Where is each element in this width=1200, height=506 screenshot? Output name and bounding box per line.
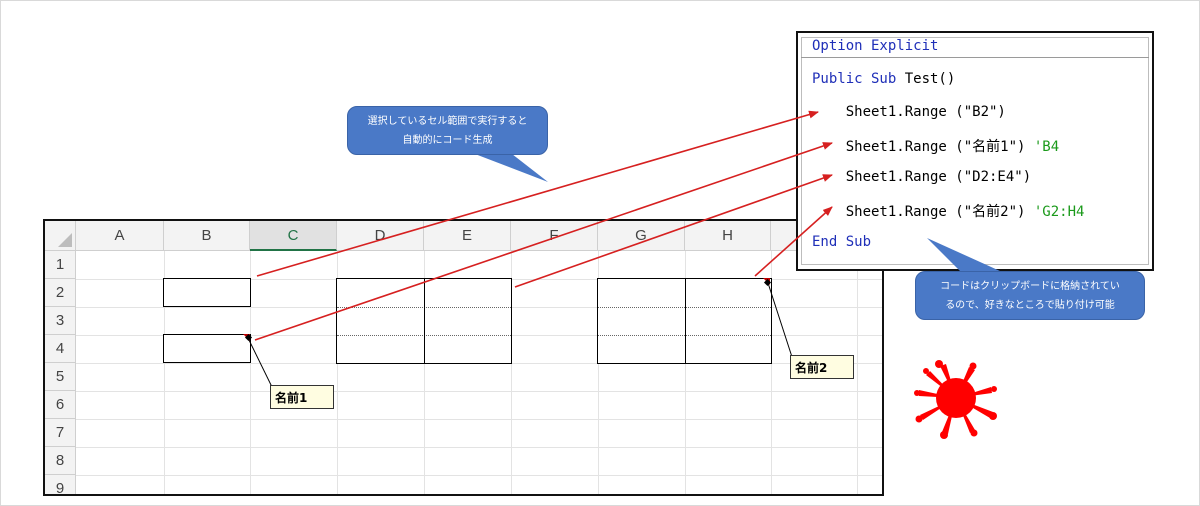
code-line-end-sub: End Sub xyxy=(812,234,871,250)
keyword-text: Option Explicit xyxy=(812,38,939,54)
row-header-3[interactable]: 3 xyxy=(45,307,76,335)
callout-line: るので、好きなところで貼り付け可能 xyxy=(945,300,1115,311)
range-divider xyxy=(685,279,686,363)
gridline xyxy=(424,251,425,494)
gridline xyxy=(164,251,165,494)
column-header-a[interactable]: A xyxy=(76,221,164,251)
callout-clipboard: コードはクリップボードに格納されてい るので、好きなところで貼り付け可能 xyxy=(915,271,1145,320)
code-text: Test() xyxy=(904,71,956,87)
leader-anchor xyxy=(244,333,253,342)
row-header-5[interactable]: 5 xyxy=(45,363,76,391)
cell-b4-bordered[interactable] xyxy=(163,334,251,363)
callout-tail xyxy=(927,238,1000,271)
arrow-name1-to-code xyxy=(254,142,833,341)
row-header-2[interactable]: 2 xyxy=(45,279,76,307)
row-header-9[interactable]: 9 xyxy=(45,475,76,494)
gridline xyxy=(598,251,599,494)
gridline xyxy=(76,447,882,448)
select-all-corner[interactable] xyxy=(45,221,76,251)
column-header-f[interactable]: F xyxy=(511,221,598,251)
callout-line: コードはクリップボードに格納されてい xyxy=(940,281,1120,292)
label-leader-line xyxy=(247,337,273,388)
code-line-sub-declaration: Public Sub Test() xyxy=(812,71,955,87)
gridline xyxy=(771,251,772,494)
gridline xyxy=(250,251,251,494)
callout-selection-generates-code: 選択しているセル範囲で実行すると 自動的にコード生成 xyxy=(347,106,548,155)
callout-tail xyxy=(475,154,548,182)
gridline xyxy=(337,251,338,494)
procedure-separator xyxy=(801,57,1149,58)
code-line-range-name1: Sheet1.Range ("名前1") 'B4 xyxy=(812,136,1059,156)
range-divider xyxy=(424,279,425,363)
callout-line: 自動的にコード生成 xyxy=(402,135,493,146)
code-line-option-explicit: Option Explicit xyxy=(812,38,938,54)
code-text: Sheet1.Range ("B2") xyxy=(812,104,1006,120)
column-header-e[interactable]: E xyxy=(424,221,511,251)
name-label-2: 名前2 xyxy=(790,355,854,379)
comment-text: 'B4 xyxy=(1033,139,1060,155)
row-header-6[interactable]: 6 xyxy=(45,391,76,419)
code-text: Sheet1.Range ("D2:E4") xyxy=(812,169,1032,185)
code-text: Sheet1.Range ("名前2") xyxy=(812,204,1034,220)
spreadsheet-grid: A B C D E F G H 1 2 3 4 5 6 7 8 9 xyxy=(43,219,884,496)
gridline xyxy=(685,251,686,494)
dotted-border xyxy=(598,307,771,308)
column-header-g[interactable]: G xyxy=(598,221,685,251)
arrow-name2-to-code xyxy=(754,206,833,277)
keyword-text: Public Sub xyxy=(812,71,905,87)
red-splat-icon xyxy=(914,360,997,439)
gridline xyxy=(76,475,882,476)
dotted-border xyxy=(598,335,771,336)
arrow-b2-to-code xyxy=(256,110,819,277)
keyword-text: End Sub xyxy=(812,234,872,250)
row-header-1[interactable]: 1 xyxy=(45,251,76,279)
row-header-8[interactable]: 8 xyxy=(45,447,76,475)
column-header-b[interactable]: B xyxy=(164,221,250,251)
row-header-7[interactable]: 7 xyxy=(45,419,76,447)
code-line-range-b2: Sheet1.Range ("B2") xyxy=(812,104,1006,120)
row-header-4[interactable]: 4 xyxy=(45,335,76,363)
code-line-range-d2-e4: Sheet1.Range ("D2:E4") xyxy=(812,169,1031,185)
code-line-range-name2: Sheet1.Range ("名前2") 'G2:H4 xyxy=(812,201,1085,221)
cell-b2-bordered[interactable] xyxy=(163,278,251,307)
gridline xyxy=(857,251,858,494)
label-leader-line xyxy=(767,282,793,358)
vba-code-window: Option Explicit Public Sub Test() Sheet1… xyxy=(796,31,1154,271)
column-header-d[interactable]: D xyxy=(337,221,424,251)
gridline xyxy=(511,251,512,494)
column-header-h[interactable]: H xyxy=(685,221,771,251)
column-header-c[interactable]: C xyxy=(250,221,337,251)
name-label-1: 名前1 xyxy=(270,385,334,409)
callout-line: 選択しているセル範囲で実行すると xyxy=(367,116,528,127)
comment-text: 'G2:H4 xyxy=(1033,204,1085,220)
arrow-d2e4-to-code xyxy=(514,174,833,288)
range-g2-h4-bordered[interactable] xyxy=(597,278,772,364)
gridline xyxy=(76,391,882,392)
gridline xyxy=(76,419,882,420)
leader-anchor xyxy=(763,278,772,287)
code-text: Sheet1.Range ("名前1") xyxy=(812,139,1034,155)
